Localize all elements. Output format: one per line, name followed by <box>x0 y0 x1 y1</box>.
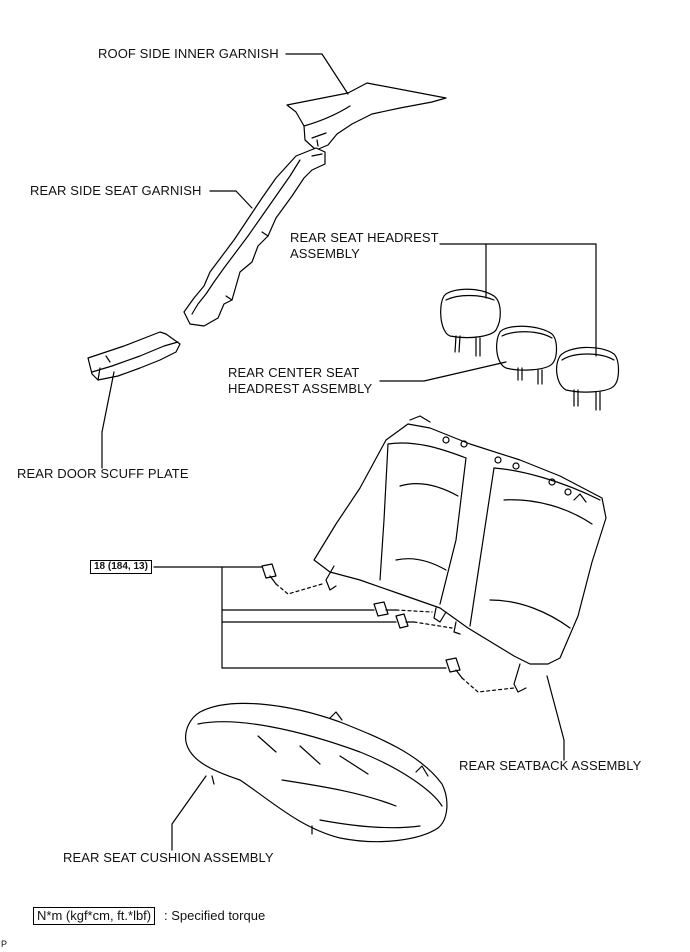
label-rear-seatback-assembly: REAR SEATBACK ASSEMBLY <box>459 758 642 773</box>
label-rear-seat-headrest-line2: ASSEMBLY <box>290 246 360 261</box>
label-roof-side-inner-garnish: ROOF SIDE INNER GARNISH <box>98 46 279 61</box>
rear-seat-cushion-part <box>185 702 448 843</box>
bolt-1 <box>261 563 277 585</box>
bolt-4 <box>445 657 463 679</box>
bolt-3 <box>395 613 415 629</box>
rear-center-headrest <box>496 325 558 385</box>
rear-seat-headrest-right <box>556 346 620 411</box>
rear-door-scuff-plate-part <box>87 331 181 381</box>
rear-seat-headrest-left <box>440 288 501 357</box>
label-rear-center-headrest-line1: REAR CENTER SEAT <box>228 365 360 380</box>
label-rear-seat-cushion-assembly: REAR SEAT CUSHION ASSEMBLY <box>63 850 274 865</box>
legend-description: : Specified torque <box>164 908 266 923</box>
corner-code: P <box>1 939 8 949</box>
label-rear-seat-headrest-line1: REAR SEAT HEADREST <box>290 230 439 245</box>
bolt-2 <box>373 601 397 617</box>
install-path-lines <box>275 583 515 693</box>
rear-seatback-part <box>313 415 607 693</box>
legend-unit-box: N*m (kgf*cm, ft.*lbf) <box>33 907 156 925</box>
label-rear-center-headrest-line2: HEADREST ASSEMBLY <box>228 381 373 396</box>
label-rear-side-seat-garnish: REAR SIDE SEAT GARNISH <box>30 183 202 198</box>
torque-value-box: 18 (184, 13) <box>90 560 152 574</box>
label-rear-door-scuff-plate: REAR DOOR SCUFF PLATE <box>17 466 189 481</box>
roof-side-inner-garnish-part <box>286 82 447 151</box>
rear-side-seat-garnish-part <box>183 147 326 327</box>
